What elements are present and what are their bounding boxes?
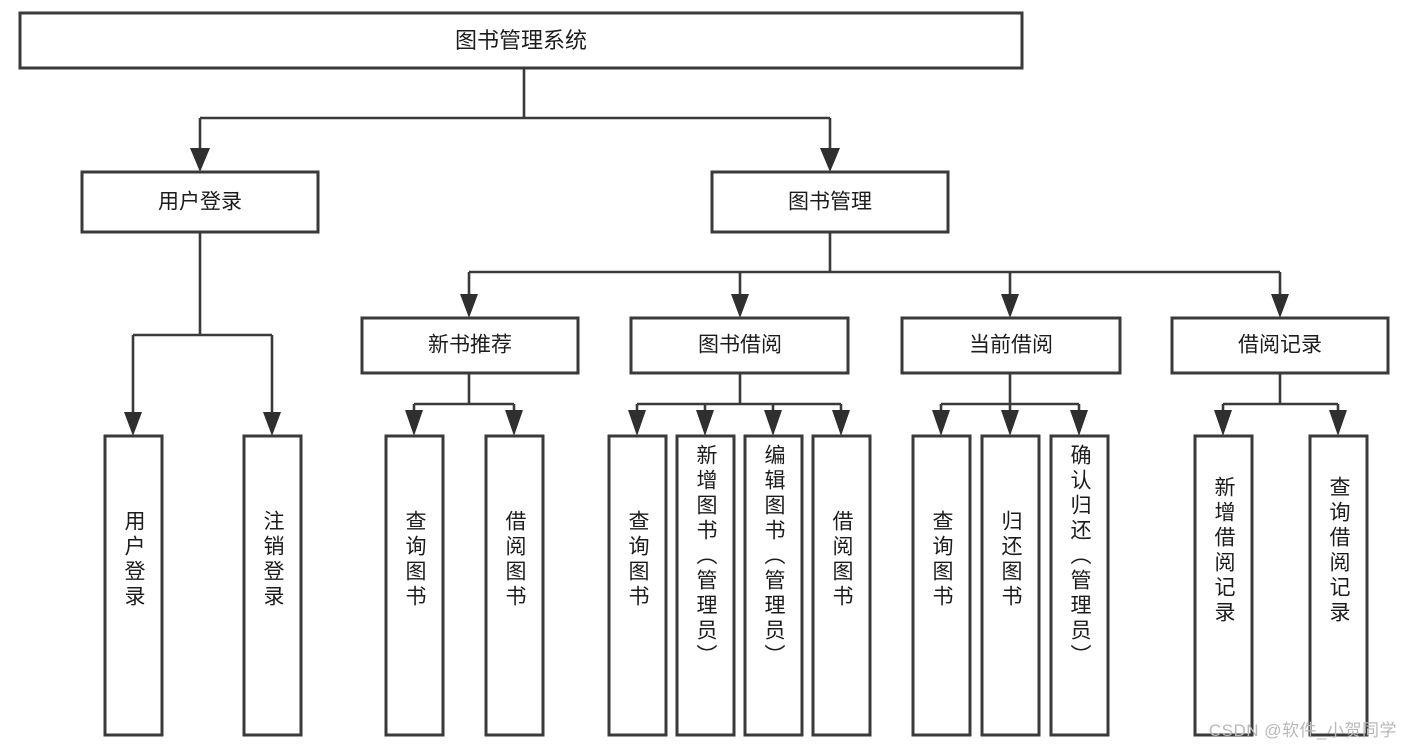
- arrow-head-icon: [1001, 294, 1019, 318]
- arrow-head-icon: [628, 410, 646, 436]
- arrow-head-icon: [1214, 410, 1232, 436]
- arrow-head-icon: [124, 412, 142, 436]
- leaf-box-user-login[interactable]: [103, 434, 164, 737]
- leaf-box-borrow-book-nb[interactable]: [484, 434, 545, 737]
- leaf-box-borrow-book-bb[interactable]: [811, 434, 872, 737]
- arrow-head-icon: [932, 410, 950, 436]
- leaf-box-query-record[interactable]: [1308, 434, 1369, 737]
- node-book-borrow-box[interactable]: [629, 316, 850, 375]
- arrow-head-icon: [190, 148, 210, 172]
- connector-group-user-login: [124, 232, 281, 436]
- node-borrow-records[interactable]: 借阅记录: [1170, 316, 1390, 375]
- leaf-box-query-book-nb[interactable]: [384, 434, 445, 737]
- arrow-head-icon: [460, 294, 478, 318]
- node-borrow-records-label: 借阅记录: [1238, 334, 1322, 357]
- arrow-head-icon: [1271, 294, 1289, 318]
- node-borrow-records-box[interactable]: [1170, 316, 1390, 375]
- node-current-borrow-label: 当前借阅: [969, 334, 1053, 357]
- node-root-label: 图书管理系统: [455, 28, 587, 53]
- node-user-login-box[interactable]: [80, 170, 320, 234]
- leaf-box-return-book[interactable]: [980, 434, 1041, 737]
- connector-group-current: [932, 373, 1088, 436]
- arrow-head-icon: [731, 294, 749, 318]
- arrow-head-icon: [1329, 410, 1347, 436]
- node-current-borrow[interactable]: 当前借阅: [900, 316, 1122, 375]
- node-user-login-label: 用户登录: [158, 191, 242, 214]
- connector-group-new-book: [405, 373, 523, 436]
- node-new-book-recommend-label: 新书推荐: [428, 334, 512, 357]
- arrow-head-icon: [764, 410, 782, 436]
- node-book-management-box[interactable]: [710, 170, 950, 234]
- node-book-borrow-label: 图书借阅: [698, 334, 782, 357]
- arrow-head-icon: [405, 410, 423, 436]
- connector-group-book-manage: [460, 232, 1289, 318]
- node-root-box[interactable]: [18, 11, 1024, 70]
- leaf-box-confirm-return[interactable]: [1049, 434, 1110, 737]
- leaf-box-edit-book[interactable]: [743, 434, 804, 737]
- leaf-box-logout[interactable]: [242, 434, 303, 737]
- node-user-login[interactable]: 用户登录: [80, 170, 320, 234]
- csdn-watermark: CSDN @软件_小贺同学: [1208, 721, 1397, 740]
- connector-group-records: [1214, 373, 1347, 436]
- arrow-head-icon: [505, 410, 523, 436]
- arrow-head-icon: [820, 148, 840, 172]
- leaf-box-add-record[interactable]: [1193, 434, 1254, 737]
- node-current-borrow-box[interactable]: [900, 316, 1122, 375]
- node-book-management[interactable]: 图书管理: [710, 170, 950, 234]
- leaf-box-query-book-cb[interactable]: [911, 434, 972, 737]
- arrow-head-icon: [1070, 410, 1088, 436]
- node-book-management-label: 图书管理: [788, 191, 872, 214]
- connector-group-root: [190, 68, 840, 172]
- leaf-box-add-book[interactable]: [675, 434, 736, 737]
- node-new-book-recommend[interactable]: 新书推荐: [360, 316, 580, 375]
- node-root[interactable]: 图书管理系统: [18, 11, 1024, 70]
- leaf-box-query-book-bb[interactable]: [607, 434, 668, 737]
- arrow-head-icon: [1001, 410, 1019, 436]
- arrow-head-icon: [263, 412, 281, 436]
- arrow-head-icon: [696, 410, 714, 436]
- node-book-borrow[interactable]: 图书借阅: [629, 316, 850, 375]
- arrow-head-icon: [832, 410, 850, 436]
- connector-group-borrow: [628, 373, 850, 436]
- node-new-book-recommend-box[interactable]: [360, 316, 580, 375]
